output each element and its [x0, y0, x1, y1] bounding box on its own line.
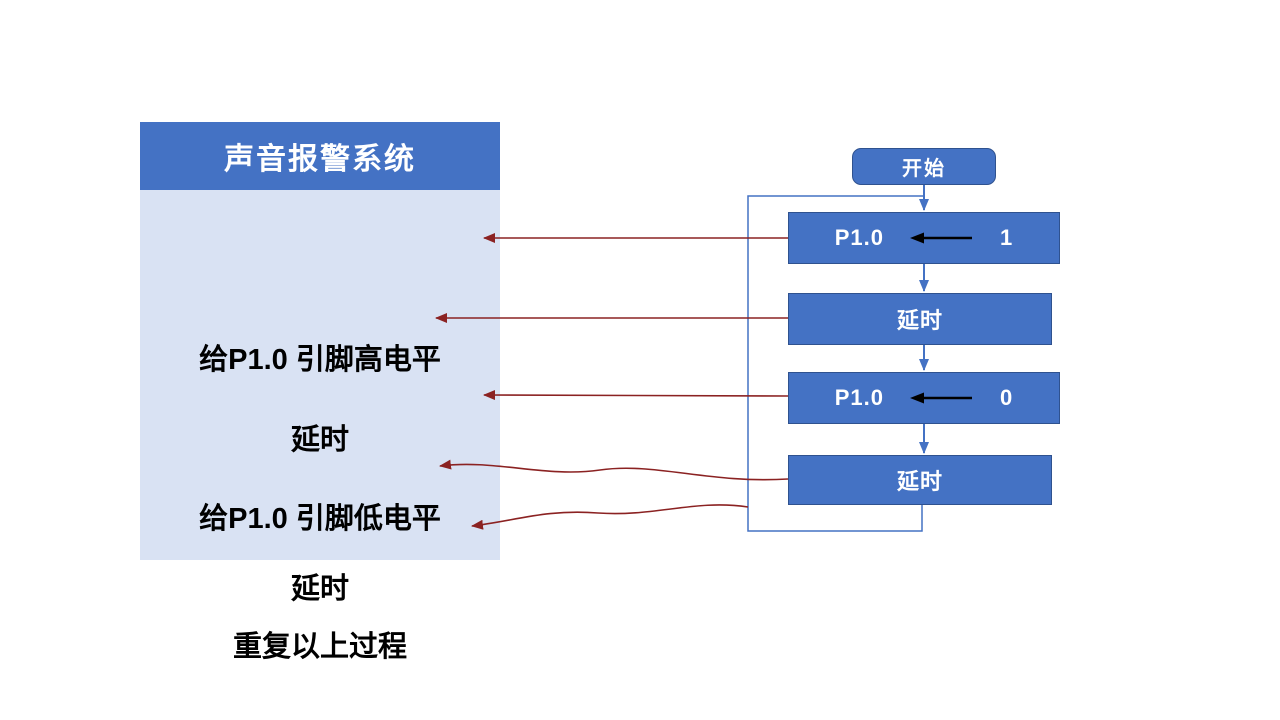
- assign-value: 0: [1000, 385, 1014, 410]
- flowchart-node-delay1: 延时: [788, 293, 1052, 345]
- flowchart-node-delay2: 延时: [788, 455, 1052, 505]
- left-arrow-icon: [910, 232, 972, 244]
- process-label: 延时: [896, 469, 943, 494]
- callout-arrow-low: [483, 390, 789, 401]
- step-label-delay1: 延时: [290, 424, 349, 456]
- assign-target: P1.0: [834, 225, 884, 250]
- step-label-repeat: 重复以上过程: [232, 631, 407, 663]
- flowchart-start-node: 开始: [852, 148, 996, 185]
- process-label: 延时: [896, 308, 943, 333]
- left-arrow-icon: [910, 392, 972, 404]
- flowchart-node-set-high: P1.0 1: [788, 212, 1060, 264]
- flowchart-node-set-low: P1.0 0: [788, 372, 1060, 424]
- callout-arrow-repeat: [471, 504, 749, 530]
- steps-panel: 声音报警系统 给P1.0 引脚高电平 延时 给P1.0 引脚低电平 延时 重复以…: [140, 122, 500, 663]
- assign-target: P1.0: [834, 385, 884, 410]
- panel-body: [140, 190, 500, 560]
- step-label-delay2: 延时: [290, 573, 349, 605]
- assign-value: 1: [1000, 225, 1014, 250]
- step-label-low: 给P1.0 引脚低电平: [199, 503, 441, 535]
- panel-title: 声音报警系统: [140, 122, 500, 190]
- step-label-high: 给P1.0 引脚高电平: [199, 344, 441, 376]
